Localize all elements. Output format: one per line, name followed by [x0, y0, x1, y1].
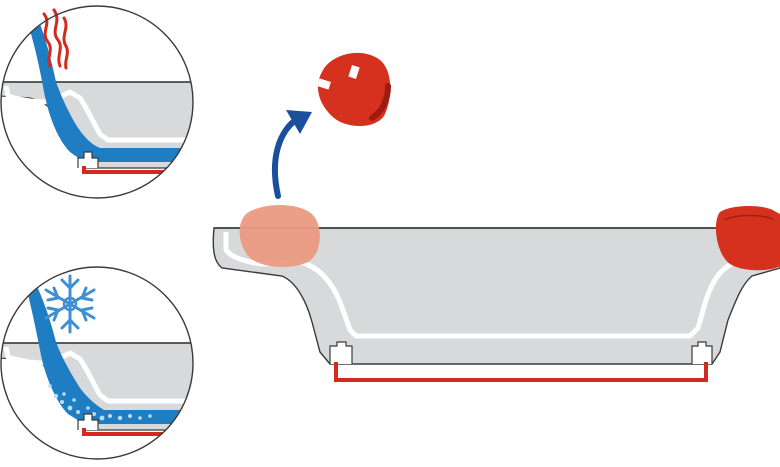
main-tray-foot-left [329, 341, 353, 364]
detail-circle-cold [0, 266, 194, 460]
main-tray-heating-element [334, 362, 708, 382]
main-tray [212, 205, 780, 382]
main-tray-shell [212, 227, 780, 365]
drain-plug-removed [239, 205, 320, 267]
steam-icon [42, 8, 69, 70]
snowflake-icon [44, 274, 96, 334]
detail-circle-hot [0, 5, 194, 199]
water-stream-hot [20, 6, 193, 162]
water-stream-cold [24, 280, 193, 424]
drain-plug-lifted[interactable] [317, 52, 391, 126]
main-tray-inner-wall [223, 232, 770, 339]
drain-plug-inserted[interactable] [715, 206, 780, 271]
curved-arrow-icon [272, 110, 312, 199]
main-tray-foot-right [691, 341, 713, 364]
ice-crystals [48, 384, 152, 421]
